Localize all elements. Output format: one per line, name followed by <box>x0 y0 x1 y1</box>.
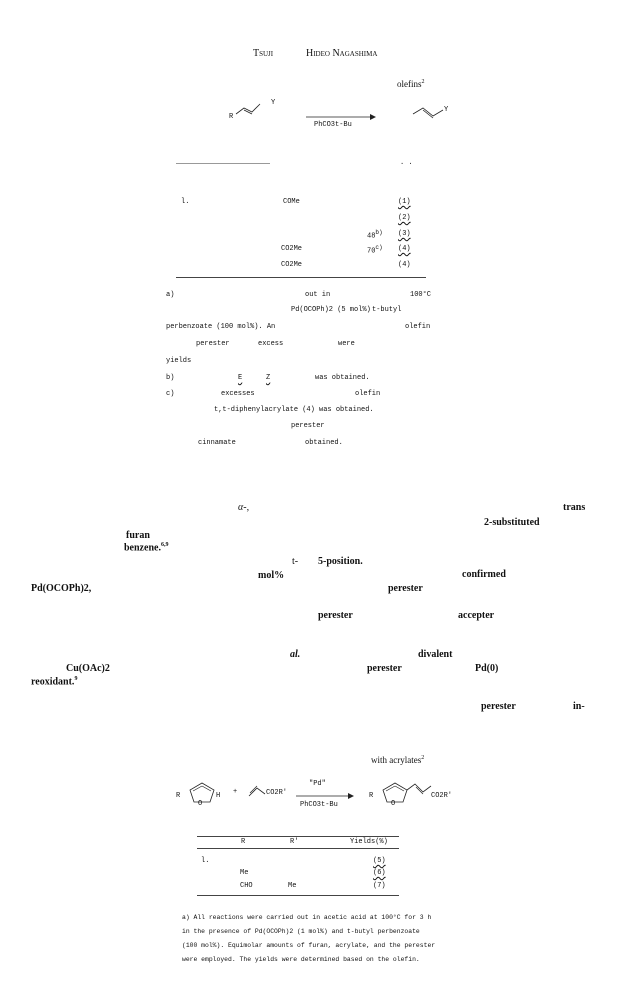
yield-value: 48b) <box>367 229 383 241</box>
furan-r-label: R <box>176 792 181 800</box>
body-text-fragment: Pd(OCOPh)2, <box>31 583 92 594</box>
reaction-arrow <box>296 793 354 799</box>
furan-structure <box>189 782 215 803</box>
footnote-fragment: b) <box>166 374 175 382</box>
footnote-fragment: perbenzoate (100 mol%). An <box>166 323 276 331</box>
footnote-fragment: a) <box>166 291 175 299</box>
body-text-fragment: 5-position. <box>318 556 363 567</box>
footnote-fragment: perester <box>291 422 325 430</box>
compound-number: (3) <box>398 230 411 238</box>
plus-sign: + <box>233 788 238 796</box>
body-text-fragment: α-, <box>238 502 250 513</box>
scheme1-y-label: Y <box>271 99 276 107</box>
footnote-fragment: were <box>338 340 355 348</box>
body-text-fragment: perester <box>318 610 353 621</box>
footnote-fragment: perester <box>196 340 230 348</box>
body-text-fragment: 2-substituted <box>484 517 540 528</box>
author-name: Hideo Nagashima <box>306 48 378 59</box>
scheme1-product-y: Y <box>444 106 449 114</box>
footnote-fragment: yields <box>166 357 192 365</box>
table-cell: CO2Me <box>281 261 303 269</box>
body-text-fragment: in- <box>573 701 585 712</box>
body-text-fragment: divalent <box>418 649 453 660</box>
author-name: Tsuji <box>253 48 274 59</box>
table-cell: l. <box>201 857 210 865</box>
furan-h-label: H <box>216 792 221 800</box>
compound-number: (7) <box>373 882 386 890</box>
scheme1-reactant-structure <box>235 103 261 115</box>
body-text-fragment: mol% <box>258 570 285 581</box>
scheme-title: with acrylates2 <box>371 755 425 765</box>
footnote-fragment: olefin <box>355 390 381 398</box>
body-text-fragment: t- <box>292 556 299 567</box>
footnote-fragment: Pd(OCOPh)2 (5 mol%) <box>291 306 371 314</box>
table-cell: COMe <box>283 198 300 206</box>
product-r-label: R <box>369 792 374 800</box>
furan-o-label: O <box>198 800 203 808</box>
footnote-line: a) All reactions were carried out in ace… <box>182 914 432 921</box>
scheme2-reagent: PhCO3t-Bu <box>300 801 338 809</box>
table-cell: l. <box>181 198 190 206</box>
body-text-fragment: benzene.6,9 <box>124 542 169 554</box>
footnote-fragment: c) <box>166 390 175 398</box>
table-cell: CHO <box>240 882 253 890</box>
body-text-fragment: confirmed <box>462 569 506 580</box>
table-cell: CO2Me <box>281 245 303 253</box>
body-text-fragment: accepter <box>458 610 495 621</box>
footnote-line: were employed. The yields were determine… <box>182 956 420 963</box>
body-text-fragment: perester <box>388 583 423 594</box>
table-rule <box>197 836 399 837</box>
scheme1-reagent: PhCO3t-Bu <box>314 121 352 129</box>
footnote-fragment: was obtained. <box>315 374 370 382</box>
footnote-fragment: olefin <box>405 323 431 331</box>
footnote-fragment: 100°C <box>410 291 432 299</box>
body-text-fragment: reoxidant.9 <box>31 676 78 688</box>
product-o-label: O <box>391 800 396 808</box>
compound-number: (2) <box>398 214 411 222</box>
scheme-title: olefins2 <box>397 79 425 89</box>
acrylate-ester-label: CO2R' <box>266 789 288 797</box>
reaction-arrow <box>306 114 376 120</box>
body-text-fragment: trans <box>563 502 586 513</box>
scheme1-product-structure <box>412 107 444 119</box>
footnote-line: in the presence of Pd(OCOPh)2 (1 mol%) a… <box>182 928 420 935</box>
table-header: R <box>241 838 246 846</box>
body-text-fragment: perester <box>481 701 516 712</box>
yield-value: 70c) <box>367 244 383 256</box>
compound-number: (5) <box>373 857 386 865</box>
body-text-fragment: furan <box>126 530 150 541</box>
footnote-fragment: cinnamate <box>198 439 236 447</box>
footnote-fragment: E <box>238 374 243 382</box>
footnote-fragment: obtained. <box>305 439 343 447</box>
product-furan-structure <box>382 782 432 803</box>
product-ester-label: CO2R' <box>431 792 453 800</box>
footnote-fragment: Z <box>266 374 271 382</box>
acrylate-structure <box>248 785 266 797</box>
footnote-fragment: excess <box>258 340 284 348</box>
body-text-fragment: Pd(0) <box>475 663 499 674</box>
body-text-fragment: Cu(OAc)2 <box>66 663 110 674</box>
table-header: R' <box>290 838 299 846</box>
scheme1-r-label: R <box>229 113 234 121</box>
table-cell: Me <box>240 869 249 877</box>
catalyst-label: "Pd" <box>309 780 326 788</box>
footnote-fragment: t,t-diphenylacrylate (4) was obtained. <box>214 406 374 414</box>
compound-number: (4) <box>398 245 411 253</box>
stray-marks: . . <box>400 159 413 167</box>
compound-number: (4) <box>398 261 411 269</box>
table-cell: Me <box>288 882 297 890</box>
footnote-fragment: t-butyl <box>372 306 402 314</box>
body-text-fragment: al. <box>290 649 301 660</box>
compound-number: (6) <box>373 869 386 877</box>
body-text-fragment: perester <box>367 663 402 674</box>
footnote-fragment: out in <box>305 291 331 299</box>
table-rule <box>197 895 399 896</box>
table-rule <box>176 277 426 278</box>
table-rule <box>197 848 399 849</box>
footnote-fragment: excesses <box>221 390 255 398</box>
table-header: Yields(%) <box>350 838 388 846</box>
footnote-line: (100 mol%). Equimolar amounts of furan, … <box>182 942 436 949</box>
compound-number: (1) <box>398 198 411 206</box>
table-rule <box>176 163 270 164</box>
